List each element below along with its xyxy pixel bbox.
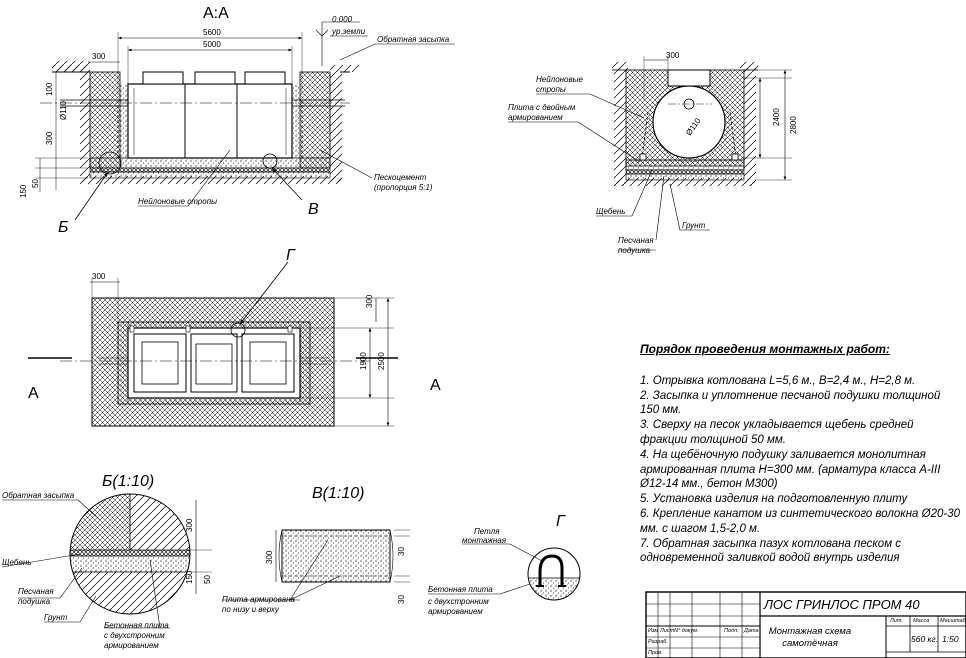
notes-list: 1. Отрывка котлована L=5,6 м., B=2,4 м.,… bbox=[640, 374, 960, 566]
dim-110: Ø110 bbox=[59, 100, 68, 120]
tb-h-mass: Масса bbox=[913, 618, 930, 624]
dim-100: 100 bbox=[45, 82, 54, 96]
tb-scale: 1:50 bbox=[942, 634, 959, 644]
notes-item: 3. Сверху на песок укладывается щебень с… bbox=[640, 419, 914, 446]
detail-b-ground: Грунт bbox=[44, 613, 68, 622]
side-sand-label-2: подушка bbox=[618, 246, 651, 255]
side-slab-label-1: Плита с двойным bbox=[508, 103, 576, 112]
level-value: 0.000 bbox=[332, 15, 353, 24]
installation-notes: Порядок проведения монтажных работ: 1. О… bbox=[640, 342, 960, 566]
notes-item: 4. На щебёночную подушку заливается моно… bbox=[640, 448, 941, 491]
side-dim-300: 300 bbox=[666, 51, 680, 60]
title-block bbox=[645, 591, 966, 658]
detail-v-dim-300: 300 bbox=[265, 550, 274, 564]
section-aa-title: А:А bbox=[203, 5, 229, 22]
plan-view: А А 300 300 1900 2500 Г bbox=[28, 247, 441, 427]
detail-b-dim-300: 300 bbox=[185, 518, 194, 532]
side-slab-label-2: армированием bbox=[508, 113, 563, 122]
notes-item: 2. Засыпка и уплотнение песчаной подушки… bbox=[640, 389, 941, 417]
detail-g-loop-2: монтажная bbox=[462, 536, 507, 545]
dim-50: 50 bbox=[31, 179, 40, 188]
detail-v-dim-30b: 30 bbox=[397, 595, 406, 604]
detail-b: Б(1:10) 300 150 50 Обратная засыпка Щебе… bbox=[1, 473, 212, 650]
notes-item: 1. Отрывка котлована L=5,6 м., B=2,4 м.,… bbox=[640, 374, 916, 387]
detail-v-title: В(1:10) bbox=[312, 485, 364, 502]
side-straps-label-1: Нейлоновые bbox=[536, 75, 584, 84]
dim-5000: 5000 bbox=[203, 40, 221, 49]
label-a-left: А bbox=[28, 385, 39, 402]
side-straps-label-2: стропы bbox=[536, 85, 566, 94]
side-dim-2400: 2400 bbox=[772, 108, 781, 126]
notes-heading: Порядок проведения монтажных работ: bbox=[640, 342, 890, 356]
tb-mass: 560 кг. bbox=[911, 634, 939, 644]
detail-b-gravel: Щебень bbox=[2, 558, 31, 567]
title-block-drawing: Монтажная схема самотёчная bbox=[768, 626, 852, 650]
tb-row-prov: Пров. bbox=[648, 650, 663, 656]
side-gravel-label: Щебень bbox=[596, 207, 625, 216]
plan-dim-300: 300 bbox=[92, 272, 106, 281]
detail-b-dim-50: 50 bbox=[203, 575, 212, 584]
detail-g-slab-1: Бетонная плита bbox=[428, 585, 493, 594]
detail-b-slab-3: армированием bbox=[104, 641, 159, 650]
detail-v-dim-30a: 30 bbox=[397, 547, 406, 556]
notes-item: 7. Обратная засыпка пазух котлована песк… bbox=[640, 537, 902, 565]
side-ground-label: Грунт bbox=[682, 221, 706, 230]
dim-5600: 5600 bbox=[203, 28, 221, 37]
tb-col-izm: Изм bbox=[648, 628, 659, 634]
title-block-drawing-2: самотёчная bbox=[782, 638, 838, 649]
section-aa: А:А bbox=[19, 5, 455, 236]
detail-b-sand-2: подушка bbox=[18, 597, 51, 606]
detail-g-slab-2: с двухстронним bbox=[428, 597, 489, 606]
tb-h-scale: Масштаб bbox=[940, 618, 966, 624]
plan-dim-1900: 1900 bbox=[359, 352, 368, 370]
tb-col-doc: N° докум. bbox=[674, 628, 699, 634]
detail-b-title: Б(1:10) bbox=[102, 473, 154, 490]
detail-g-title: Г bbox=[556, 513, 566, 530]
title-block-drawing-1: Монтажная схема bbox=[768, 626, 852, 637]
label-g: Г bbox=[286, 247, 296, 264]
dim-300-v: 300 bbox=[45, 131, 54, 145]
detail-g-loop-1: Петля bbox=[474, 527, 500, 536]
side-sand-label-1: Песчаная bbox=[618, 236, 654, 245]
tb-row-razrab: Разраб. bbox=[648, 639, 668, 645]
detail-b-dim-150: 150 bbox=[185, 570, 194, 584]
title-block-product: ЛОС ГРИНЛОС ПРОМ 40 bbox=[764, 597, 920, 612]
dim-150: 150 bbox=[19, 184, 28, 198]
sandcement-label-2: (пропорция 5:1) bbox=[374, 183, 433, 192]
backfill-label: Обратная засыпка bbox=[377, 35, 450, 44]
plan-dim-300-v: 300 bbox=[365, 294, 374, 308]
detail-g-slab-3: армированием bbox=[428, 607, 483, 616]
side-view: Ø110 300 2400 2800 Нейлоновые стропы Пли… bbox=[508, 51, 798, 255]
tb-col-list: Лист bbox=[660, 628, 675, 634]
tb-col-sign: Подп. bbox=[724, 628, 739, 634]
detail-g: Г Петля монтажная Бетонная плита с двухс… bbox=[428, 513, 581, 616]
notes-item: 5. Установка изделия на подготовленную п… bbox=[640, 493, 908, 506]
label-a-right: А bbox=[430, 377, 441, 394]
tb-h-lit: Лит. bbox=[890, 618, 903, 624]
detail-v-slab-1: Плита армирована bbox=[222, 595, 295, 604]
detail-b-backfill: Обратная засыпка bbox=[2, 491, 75, 500]
dim-300-top: 300 bbox=[92, 52, 106, 61]
detail-b-slab-2: с двухстронним bbox=[104, 631, 165, 640]
detail-b-sand-1: Песчаная bbox=[18, 587, 54, 596]
label-b: Б bbox=[58, 219, 68, 236]
sandcement-label-1: Пескоцемент bbox=[374, 173, 427, 182]
side-dim-2800: 2800 bbox=[789, 116, 798, 134]
label-v: В bbox=[308, 201, 319, 218]
detail-v-slab-2: по низу и верху bbox=[222, 605, 280, 614]
detail-b-slab-1: Бетонная плита bbox=[104, 621, 169, 630]
straps-label-aa: Нейлоновые стропы bbox=[138, 197, 217, 206]
detail-v: В(1:10) 300 30 30 Плита армирована по ни… bbox=[222, 485, 410, 614]
tb-col-date: Дата bbox=[744, 628, 759, 634]
notes-item: 6. Крепление канатом из синтетического в… bbox=[640, 507, 960, 535]
plan-dim-2500: 2500 bbox=[377, 352, 386, 370]
level-label: ур.земли bbox=[331, 27, 366, 36]
